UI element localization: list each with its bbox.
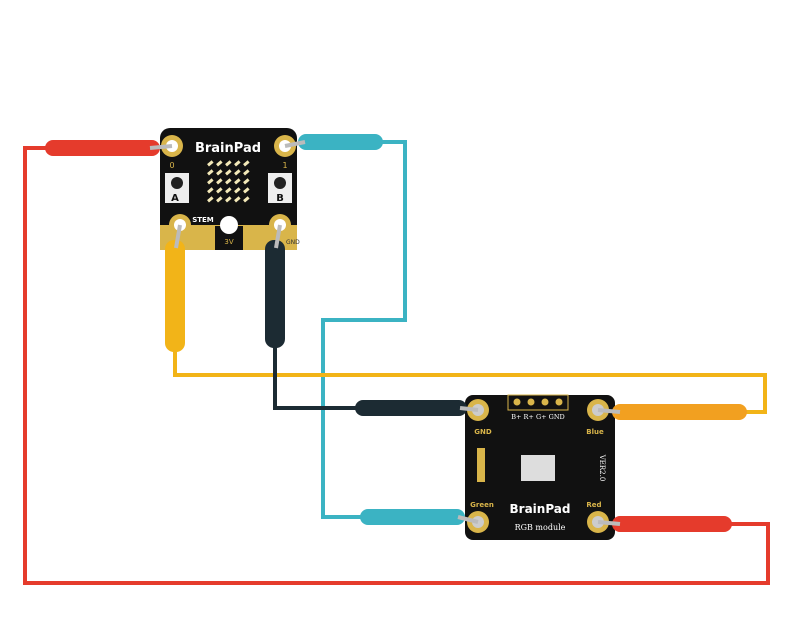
header-pin: [527, 398, 535, 406]
rgb-module: B+ R+ G+ GND GND Blue Green Red VER2.0 B…: [465, 394, 615, 540]
led: [216, 169, 223, 176]
led: [207, 178, 214, 185]
led: [225, 196, 232, 203]
pad-3v-label: 3V: [224, 238, 233, 246]
gnd-label: GND: [474, 428, 492, 436]
led: [207, 196, 214, 203]
led: [216, 160, 223, 167]
pad-gnd-label: GND: [286, 239, 300, 246]
led: [225, 160, 232, 167]
led: [216, 178, 223, 185]
rgb-led: [521, 455, 555, 481]
header-pin: [555, 398, 563, 406]
header-pin-labels: B+ R+ G+ GND: [511, 413, 565, 421]
button-b-label: B: [276, 193, 284, 204]
led: [207, 187, 214, 194]
dark-clip: [265, 240, 285, 348]
led: [234, 196, 241, 203]
version-label: VER2.0: [598, 454, 606, 482]
cyan-clip-rgb: [360, 509, 465, 525]
led: [216, 187, 223, 194]
led: [207, 169, 214, 176]
led: [225, 178, 232, 185]
led: [234, 187, 241, 194]
led: [207, 160, 214, 167]
led-matrix: [207, 160, 250, 203]
pad-0-label: 0: [169, 161, 174, 170]
red-clip-rgb: [612, 516, 732, 532]
led: [243, 169, 250, 176]
orange-clip: [612, 404, 747, 420]
led: [243, 178, 250, 185]
led: [234, 178, 241, 185]
brainpad-logo: BrainPad: [195, 141, 261, 156]
dark-clip-rgb: [355, 400, 467, 416]
led: [234, 160, 241, 167]
red-label: Red: [586, 501, 601, 509]
led: [225, 169, 232, 176]
green-label: Green: [470, 501, 494, 509]
led: [225, 187, 232, 194]
led: [243, 196, 250, 203]
led: [243, 160, 250, 167]
red-clip-top: [45, 140, 160, 156]
yellow-clip: [165, 240, 185, 352]
dark-wire: [273, 345, 357, 410]
rgb-module-label: RGB module: [515, 523, 566, 532]
pad-1-label: 1: [282, 161, 287, 170]
red-wire: [23, 146, 770, 585]
header-pin: [541, 398, 549, 406]
led: [234, 169, 241, 176]
stem-label: STEM: [192, 216, 214, 224]
rgb-logo: BrainPad: [510, 502, 571, 516]
header-pin: [513, 398, 521, 406]
led: [243, 187, 250, 194]
cyan-wire: [321, 140, 407, 519]
clips: [45, 134, 747, 532]
yellow-wire: [173, 350, 767, 414]
cyan-clip-top: [298, 134, 383, 150]
led: [216, 196, 223, 203]
blue-label: Blue: [586, 428, 604, 436]
button-a-label: A: [171, 193, 179, 204]
